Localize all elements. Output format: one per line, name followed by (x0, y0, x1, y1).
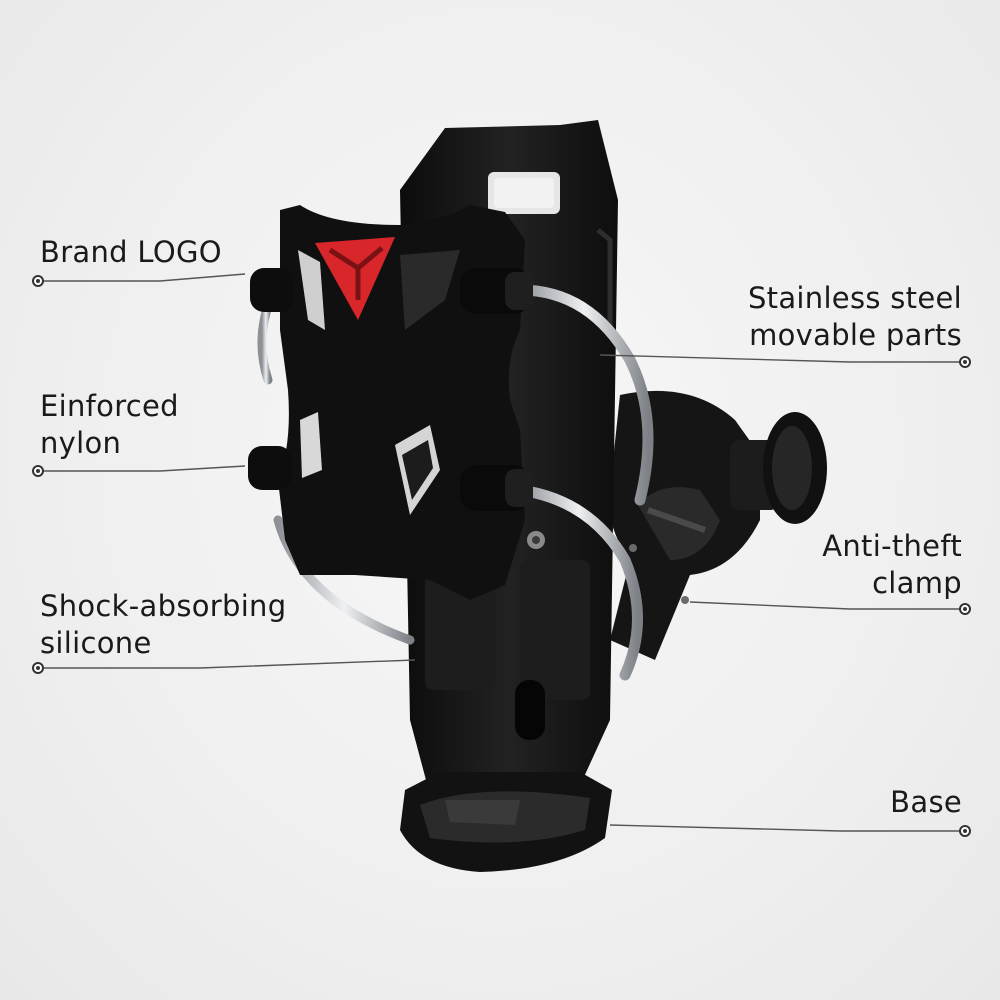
label-line: Anti-theft (822, 529, 962, 563)
label-line: clamp (872, 566, 962, 600)
brand-logo-icon (315, 237, 395, 320)
label-line: nylon (40, 426, 122, 460)
label-shock-absorbing-silicone: Shock-absorbing silicone (40, 588, 286, 662)
label-reinforced-nylon: Einforced nylon (40, 388, 179, 462)
label-base: Base (890, 784, 962, 821)
base (400, 772, 612, 872)
label-line: Shock-absorbing (40, 589, 287, 623)
label-line: Einforced (40, 389, 179, 423)
label-line: Base (890, 785, 962, 819)
label-anti-theft-clamp: Anti-theft clamp (822, 528, 962, 602)
label-brand-logo: Brand LOGO (40, 234, 222, 271)
label-line: silicone (40, 626, 152, 660)
label-stainless-steel: Stainless steel movable parts (748, 280, 962, 354)
front-grip (278, 205, 525, 600)
arm-knobs (248, 268, 533, 511)
label-line: movable parts (749, 318, 962, 352)
label-line: Stainless steel (747, 281, 962, 315)
stainless-steel-arms (257, 284, 654, 681)
callout-lines (38, 273, 965, 832)
label-line: Brand LOGO (40, 235, 222, 269)
